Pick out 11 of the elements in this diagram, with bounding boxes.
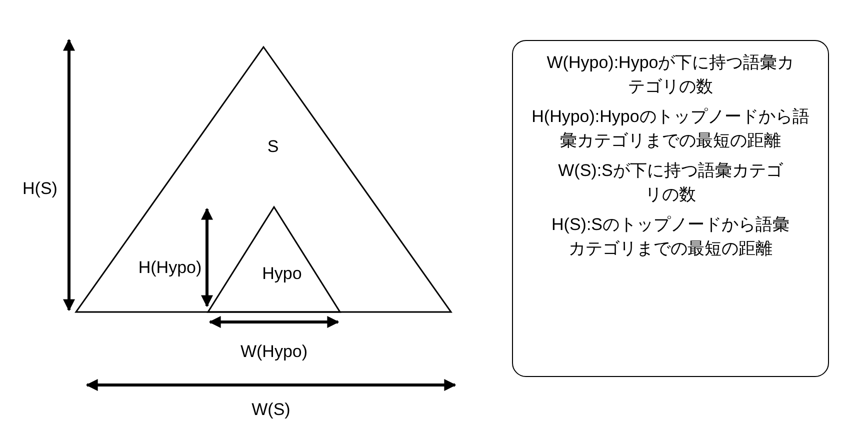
definition-panel [512, 40, 829, 377]
dimension-label: W(S) [252, 400, 290, 420]
triangle-label: Hypo [262, 264, 302, 284]
triangle-label: S [267, 137, 279, 157]
dimension-label: H(S) [22, 179, 58, 199]
definition-text: H(S):Sのトップノードから語彙カテゴリまでの最短の距離 [550, 214, 790, 260]
definition-text: H(Hypo):Hypoのトップノードから語彙カテゴリまでの最短の距離 [530, 106, 810, 152]
definition-text: W(S):Sが下に持つ語彙カテゴリの数 [557, 160, 784, 206]
dimension-label: W(Hypo) [240, 342, 308, 362]
definition-text: W(Hypo):Hypoが下に持つ語彙カテゴリの数 [546, 52, 796, 98]
dimension-label: H(Hypo) [138, 258, 202, 278]
